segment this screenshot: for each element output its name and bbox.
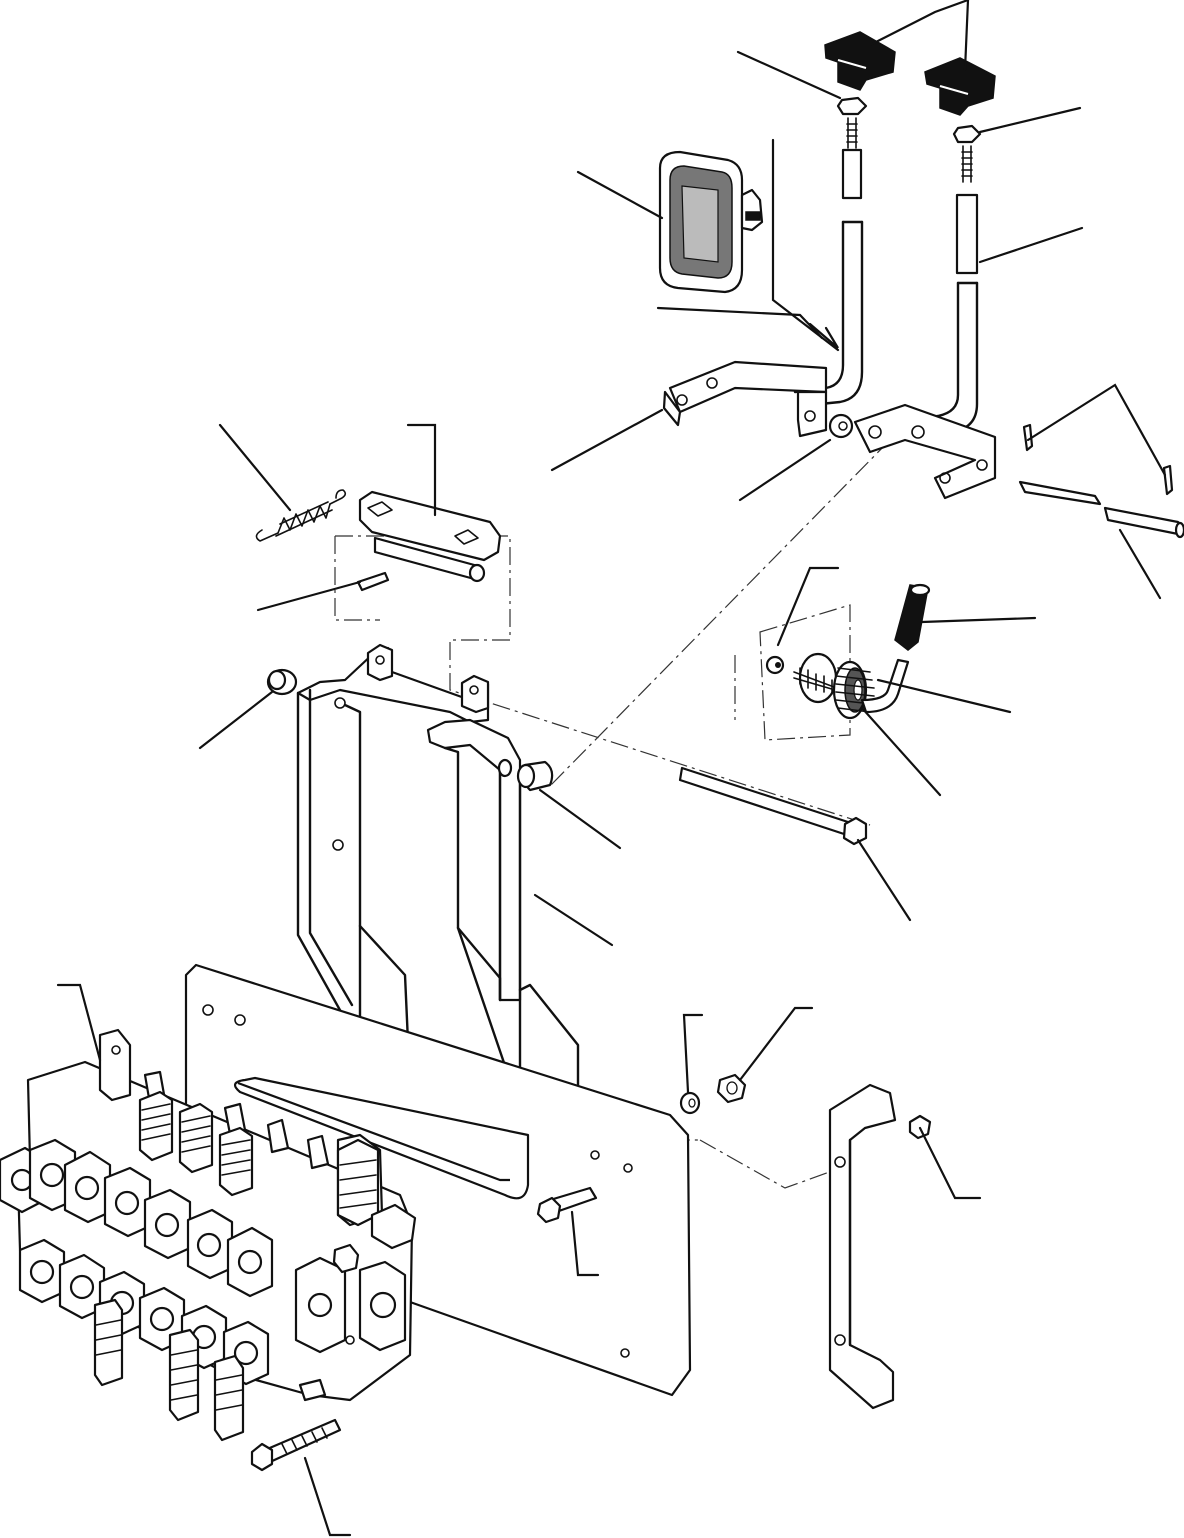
throttle-arm [828,1083,932,1410]
control-lever-left [662,117,864,438]
hinge-bracket [358,490,502,583]
lock-nut-left-icon [836,96,868,116]
hex-bolt-icon [536,1186,598,1224]
spring-icon [255,489,347,542]
washer-and-nut-icons [679,1073,747,1115]
throttle-lever [765,583,931,720]
bushing-right-icon [497,758,554,792]
washer-icon [828,413,854,439]
control-valve-body [0,1028,417,1442]
bushing-left-icon [266,668,298,696]
callout-leaders [56,0,1167,1537]
spool-ends [93,1298,327,1442]
roll-pin-icon [356,571,390,592]
control-lever-right [853,145,997,500]
control-knob-left [824,31,896,91]
rubber-boot-icon [658,150,764,294]
pin-set-right [1018,423,1184,539]
lock-nut-right-icon [952,124,982,144]
control-knob-right [924,57,996,116]
port-fittings [0,1138,407,1386]
pivot-bolt-icon [678,766,868,846]
support-frame [296,643,580,1102]
relief-valve-cap [336,1138,417,1250]
mounting-plate [184,963,692,1397]
valve-bolt-icon [250,1418,342,1472]
